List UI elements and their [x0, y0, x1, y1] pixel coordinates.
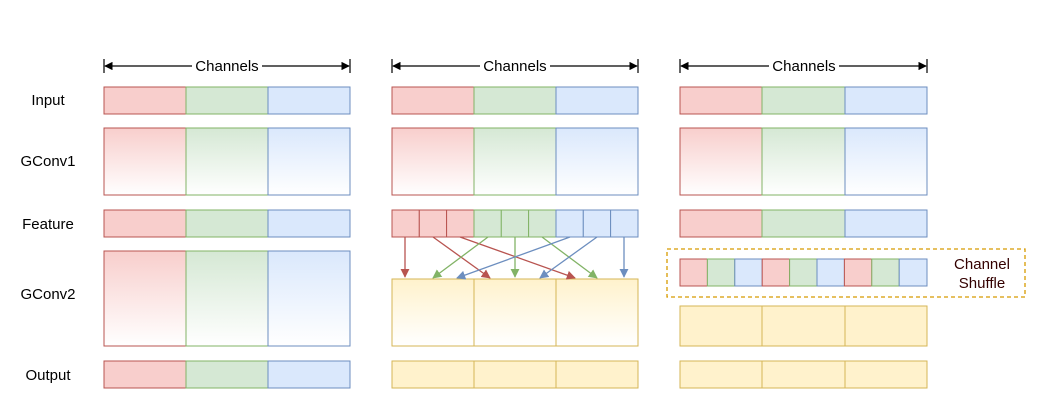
channels-label-3: Channels [772, 58, 835, 75]
col3-input-red [679, 86, 763, 115]
col2-output-3 [555, 360, 639, 389]
col3-gconv2-group-3 [844, 305, 928, 347]
arrow-blue-1 [456, 236, 571, 280]
shuffle-block-8 [871, 258, 900, 287]
col1-input-green [185, 86, 269, 115]
col1-feature-green [185, 209, 269, 238]
col3-feature-green [761, 209, 846, 238]
col2-feature-red-1 [391, 209, 420, 238]
col1-gconv1-green [185, 127, 269, 196]
channel-shuffle-label-line1: Channel [954, 256, 1010, 273]
arrow-red-3 [459, 236, 576, 280]
shuffle-arrows [400, 236, 629, 280]
col1-gconv1-blue [267, 127, 351, 196]
column-1 [103, 86, 351, 389]
col2-feature-red-3 [446, 209, 475, 238]
col2-input-blue [555, 86, 639, 115]
shuffle-block-1 [679, 258, 708, 287]
col3-gconv1-red [679, 127, 763, 196]
row-label-input: Input [31, 92, 65, 109]
shuffle-block-6 [816, 258, 845, 287]
row-label-gconv1: GConv1 [20, 153, 75, 170]
col3-gconv2-group-2 [761, 305, 846, 347]
shuffle-block-4 [761, 258, 791, 287]
row-label-output: Output [25, 367, 71, 384]
col2-feature-blue-1 [555, 209, 584, 238]
col3-output-2 [761, 360, 846, 389]
col3-gconv1-blue [844, 127, 928, 196]
column-3: Channel Shuffle [666, 86, 1026, 389]
channel-shuffle-box [666, 248, 1026, 298]
col2-input-green [473, 86, 557, 115]
col2-output-2 [473, 360, 557, 389]
col3-output-1 [679, 360, 763, 389]
channels-label-1: Channels [195, 58, 258, 75]
shuffle-block-3 [734, 258, 763, 287]
col1-feature-blue [267, 209, 351, 238]
col2-feature-green-3 [528, 209, 557, 238]
arrow-green-1 [432, 236, 489, 279]
col1-output-green [185, 360, 269, 389]
shuffle-block-5 [789, 258, 818, 287]
col2-gconv1-blue [555, 127, 639, 196]
shuffle-block-7 [843, 258, 873, 287]
col1-input-blue [267, 86, 351, 115]
col3-feature-blue [844, 209, 928, 238]
col1-output-blue [267, 360, 351, 389]
column-2 [391, 86, 639, 389]
col2-gconv2-group-2 [473, 278, 557, 347]
col1-output-red [103, 360, 187, 389]
col1-feature-red [103, 209, 187, 238]
col2-feature-blue-2 [582, 209, 612, 238]
col2-gconv1-green [473, 127, 557, 196]
col3-input-blue [844, 86, 928, 115]
col2-feature-green-2 [500, 209, 530, 238]
col2-input-red [391, 86, 475, 115]
arrow-blue-2 [539, 236, 598, 279]
col3-output-3 [844, 360, 928, 389]
col3-feature-red [679, 209, 763, 238]
col1-gconv1-red [103, 127, 187, 196]
channels-label-2: Channels [483, 58, 546, 75]
col2-feature-blue-3 [610, 209, 639, 238]
col2-output-1 [391, 360, 475, 389]
col2-gconv1-red [391, 127, 475, 196]
row-label-feature: Feature [22, 216, 74, 233]
col1-gconv2-green [185, 250, 269, 347]
col2-gconv2-group-1 [391, 278, 475, 347]
col2-gconv2-group-3 [555, 278, 639, 347]
channels-dimension-3: Channels [679, 57, 928, 75]
shuffle-block-2 [706, 258, 736, 287]
col2-feature-red-2 [418, 209, 448, 238]
channel-shuffle-label-line2: Shuffle [959, 275, 1005, 292]
col3-gconv1-green [761, 127, 846, 196]
col1-gconv2-red [103, 250, 187, 347]
row-label-gconv2: GConv2 [20, 286, 75, 303]
channels-dimension-2: Channels [391, 57, 639, 75]
col3-input-green [761, 86, 846, 115]
channels-dimension-1: Channels [103, 57, 351, 75]
col1-input-red [103, 86, 187, 115]
col1-gconv2-blue [267, 250, 351, 347]
col2-feature-green-1 [473, 209, 502, 238]
col3-gconv2-group-1 [679, 305, 763, 347]
shuffle-block-9 [898, 258, 928, 287]
